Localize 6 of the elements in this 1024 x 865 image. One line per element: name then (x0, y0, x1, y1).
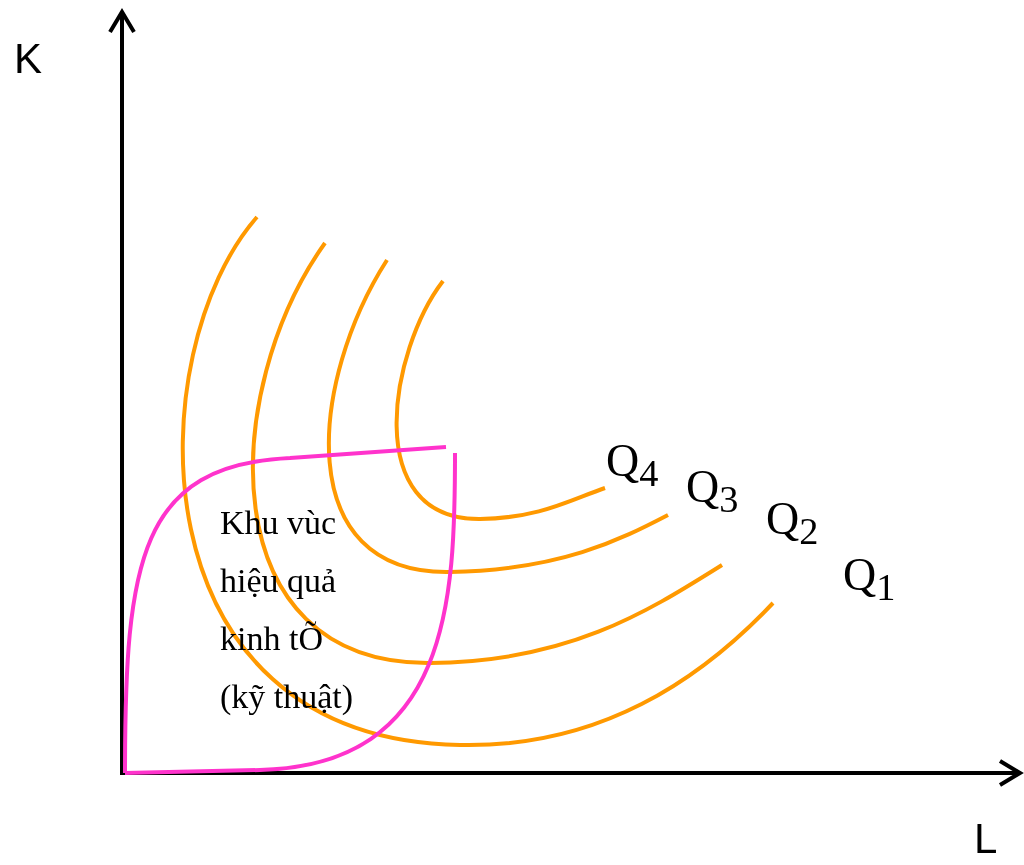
axis-label: L (974, 818, 998, 860)
axis-label: K (14, 38, 42, 80)
curve-label: Q$_{1}$ (843, 552, 896, 607)
curve-label: Q$_{4}$ (606, 438, 659, 493)
curve-label: Q$_{3}$ (686, 464, 739, 519)
curve-label: Q$_{2}$ (766, 496, 819, 551)
